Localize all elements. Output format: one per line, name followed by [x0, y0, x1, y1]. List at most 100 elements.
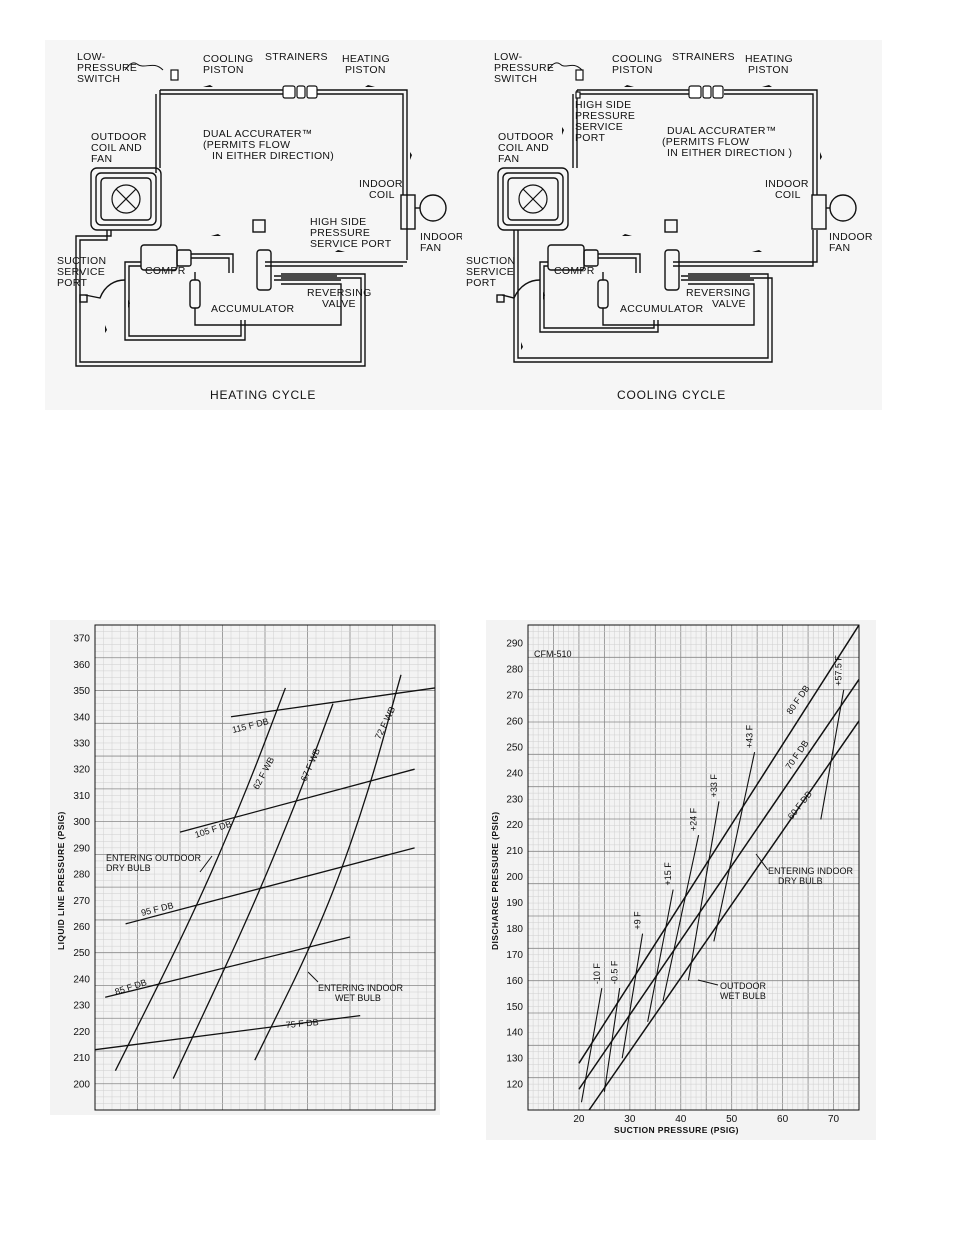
heating-heating-piston-label-1: HEATING — [342, 53, 390, 65]
x-tick-label: 60 — [777, 1114, 789, 1125]
cooling-compr-label: COMPR — [554, 265, 595, 277]
discharge-ylabel: DISCHARGE PRESSURE (PSIG) — [490, 812, 500, 950]
y-tick-label: 280 — [73, 870, 90, 881]
cooling-high-side-label-2: PRESSURE — [575, 110, 635, 122]
wb-label: +15 F — [663, 862, 673, 886]
strainers-icon — [170, 69, 318, 99]
heating-outdoor-coil-label-1: OUTDOOR — [91, 131, 147, 143]
heating-reversing-label-2: VALVE — [322, 298, 356, 310]
liquid-outdoor-note-2: DRY BULB — [106, 863, 151, 873]
heating-low-pressure-label-1: LOW- — [77, 51, 106, 63]
heating-suction-label-2: SERVICE — [57, 266, 105, 278]
x-tick-label: 70 — [828, 1114, 840, 1125]
heating-indoor-coil-label-2: COIL — [369, 189, 395, 201]
discharge-yticks: 1201301401501601701801902002102202302402… — [506, 639, 523, 1091]
cooling-outdoor-coil-label-1: OUTDOOR — [498, 131, 554, 143]
cooling-reversing-label-1: REVERSING — [686, 287, 751, 299]
cooling-diagram-svg: LOW- PRESSURE SWITCH COOLING PISTON STRA… — [462, 40, 882, 410]
cooling-indoor-coil-label-2: COIL — [775, 189, 801, 201]
cooling-high-side-label-1: HIGH SIDE — [575, 99, 631, 111]
y-tick-label: 140 — [506, 1028, 523, 1039]
heating-high-side-label-3: SERVICE PORT — [310, 238, 392, 250]
x-tick-label: 30 — [624, 1114, 636, 1125]
outdoor-fan-icon — [111, 184, 141, 214]
series-line--24-f — [662, 834, 700, 1002]
heating-suction-label-1: SUCTION — [57, 255, 106, 267]
heating-high-side-label-1: HIGH SIDE — [310, 216, 366, 228]
y-tick-label: 280 — [506, 665, 523, 676]
series-line-62-f-wb — [114, 687, 287, 1071]
cooling-high-side-label-4: PORT — [575, 132, 605, 144]
cooling-outdoor-coil-label-2: COIL AND — [498, 142, 549, 154]
series-line--0-5-f — [603, 988, 621, 1092]
series-line-105-f-db — [179, 768, 415, 833]
heating-compr-label: COMPR — [145, 265, 186, 277]
wb-label: +24 F — [689, 807, 699, 831]
label-75-db: 75 F DB — [285, 1017, 319, 1030]
series-line-70-f-db — [578, 679, 860, 1090]
heating-outdoor-coil-label-2: COIL AND — [91, 142, 142, 154]
heating-high-side-label-2: PRESSURE — [310, 227, 370, 239]
y-tick-label: 260 — [73, 922, 90, 933]
cooling-strainers-icon — [575, 69, 724, 99]
series-line--9-f — [621, 933, 644, 1059]
x-tick-label: 50 — [726, 1114, 738, 1125]
cooling-cooling-piston-label-1: COOLING — [612, 53, 663, 65]
y-tick-label: 340 — [73, 712, 90, 723]
x-tick-label: 20 — [573, 1114, 585, 1125]
liquid-outdoor-note-1: ENTERING OUTDOOR — [106, 853, 202, 863]
y-tick-label: 160 — [506, 976, 523, 987]
y-tick-label: 330 — [73, 738, 90, 749]
cooling-reversing-label-2: VALVE — [712, 298, 746, 310]
low-pressure-switch-icon — [124, 62, 164, 71]
heating-cooling-piston-label-2: PISTON — [203, 64, 244, 76]
discharge-series — [578, 624, 860, 1111]
heating-accurater-label-1: DUAL ACCURATER™ — [203, 128, 313, 140]
series-line-95-f-db — [125, 847, 415, 925]
series-line-75-f-db — [94, 1014, 361, 1051]
series-line-60-f-db — [588, 720, 860, 1111]
series-line-72-f-wb — [254, 674, 402, 1061]
cooling-low-pressure-label-1: LOW- — [494, 51, 523, 63]
y-tick-label: 250 — [506, 742, 523, 753]
cooling-accurater-label-2: (PERMITS FLOW — [662, 136, 749, 148]
heating-cooling-piston-label-1: COOLING — [203, 53, 254, 65]
heating-reversing-label-1: REVERSING — [307, 287, 372, 299]
cooling-suction-label-3: PORT — [466, 277, 496, 289]
wb-label: -10 F — [592, 963, 602, 985]
outdoor-db-pointer — [199, 855, 213, 873]
heating-suction-label-3: PORT — [57, 277, 87, 289]
wb-label: -0.5 F — [610, 960, 620, 984]
heating-indoor-fan-label-1: INDOOR — [420, 231, 464, 243]
cooling-cycle-diagram: LOW- PRESSURE SWITCH COOLING PISTON STRA… — [462, 40, 882, 410]
y-tick-label: 300 — [73, 817, 90, 828]
heating-outdoor-coil-label-3: FAN — [91, 153, 112, 165]
y-tick-label: 240 — [73, 974, 90, 985]
y-tick-label: 290 — [73, 843, 90, 854]
heating-piping — [75, 89, 447, 367]
y-tick-label: 290 — [506, 639, 523, 650]
series-line-80-f-db — [578, 624, 860, 1064]
cooling-flow-arrows — [521, 85, 822, 350]
cooling-accumulator-label: ACCUMULATOR — [620, 303, 704, 315]
cooling-suction-label-2: SERVICE — [466, 266, 514, 278]
heating-low-pressure-label-3: SWITCH — [77, 73, 120, 85]
cooling-heating-piston-label-1: HEATING — [745, 53, 793, 65]
y-tick-label: 200 — [506, 872, 523, 883]
cooling-caption: COOLING CYCLE — [617, 388, 726, 402]
liquid-indoor-note-2: WET BULB — [335, 993, 381, 1003]
cooling-low-pressure-label-3: SWITCH — [494, 73, 537, 85]
heating-labels: LOW- PRESSURE SWITCH COOLING PISTON STRA… — [57, 51, 464, 315]
series-line--33-f — [687, 801, 720, 981]
wb-label: +43 F — [745, 724, 755, 748]
cooling-outdoor-fan-icon — [518, 184, 548, 214]
heating-heating-piston-label-2: PISTON — [345, 64, 386, 76]
y-tick-label: 130 — [506, 1054, 523, 1065]
y-tick-label: 190 — [506, 898, 523, 909]
y-tick-label: 220 — [506, 820, 523, 831]
y-tick-label: 200 — [73, 1079, 90, 1090]
y-tick-label: 170 — [506, 950, 523, 961]
discharge-outdoor-note-2: WET BULB — [720, 991, 766, 1001]
